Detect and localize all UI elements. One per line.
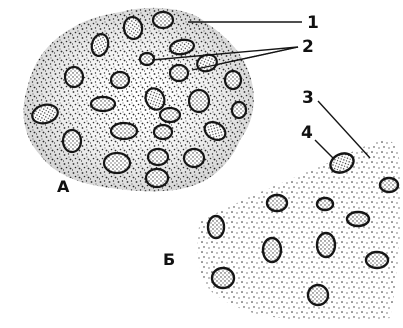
panel-a-label: А bbox=[57, 177, 70, 196]
label-4: 4 bbox=[301, 123, 313, 143]
nucleus bbox=[111, 123, 137, 139]
nucleus bbox=[263, 238, 281, 262]
label-2: 2 bbox=[302, 37, 314, 57]
nucleus bbox=[232, 102, 246, 118]
nucleus bbox=[91, 97, 115, 111]
label-1: 1 bbox=[307, 13, 319, 33]
nucleus bbox=[65, 67, 83, 87]
nucleus bbox=[308, 285, 328, 305]
nucleus bbox=[189, 90, 209, 112]
nucleus bbox=[146, 169, 168, 187]
nucleus bbox=[184, 149, 204, 167]
nucleus bbox=[212, 268, 234, 288]
nucleus bbox=[63, 130, 81, 152]
label-3: 3 bbox=[302, 88, 314, 108]
panel-b-label: Б bbox=[163, 250, 175, 269]
nucleus bbox=[170, 65, 188, 81]
nucleus bbox=[160, 108, 180, 122]
nucleus bbox=[111, 72, 129, 88]
nucleus bbox=[347, 212, 369, 226]
nucleus bbox=[225, 71, 241, 89]
panel-b-tissue bbox=[197, 139, 401, 321]
nucleus bbox=[140, 53, 154, 65]
leader-line-3 bbox=[318, 101, 370, 158]
nucleus bbox=[317, 233, 335, 257]
nucleus bbox=[267, 195, 287, 211]
nucleus bbox=[148, 149, 168, 165]
leader-line-4 bbox=[315, 140, 333, 158]
nucleus bbox=[153, 12, 173, 28]
nucleus bbox=[104, 153, 130, 173]
nucleus bbox=[208, 216, 224, 238]
nucleus bbox=[154, 125, 172, 139]
nucleus bbox=[317, 198, 333, 210]
nucleus bbox=[366, 252, 388, 268]
nucleus bbox=[380, 178, 398, 192]
